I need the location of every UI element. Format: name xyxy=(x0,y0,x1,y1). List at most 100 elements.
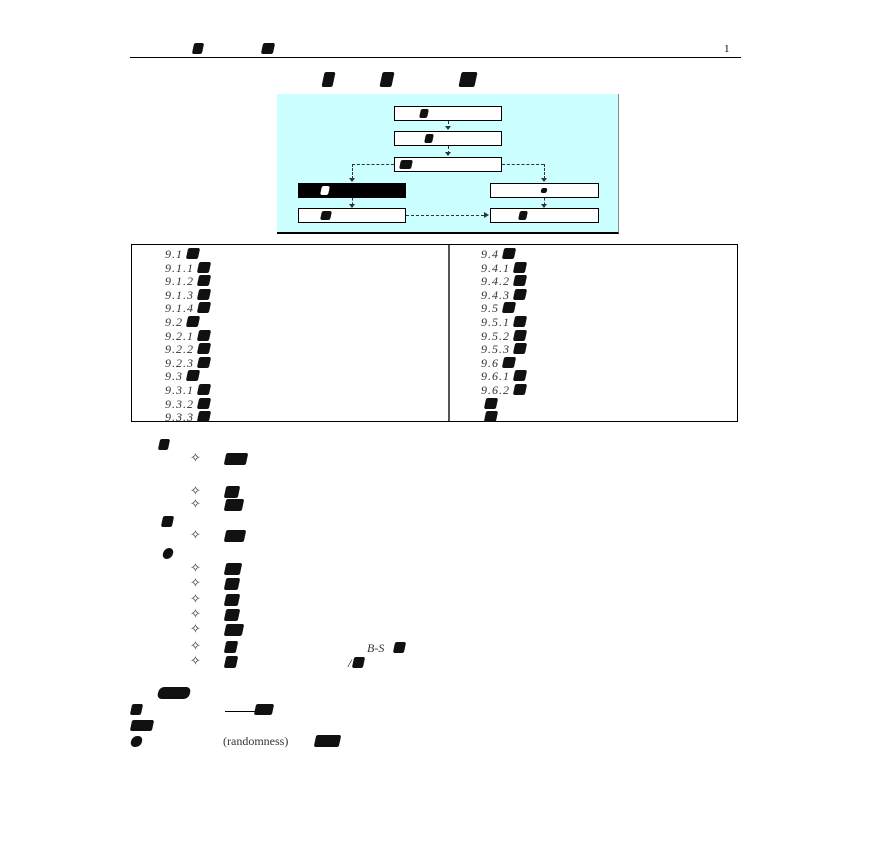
toc-entry-number: 9.1.3 xyxy=(165,287,194,302)
header-glyph xyxy=(260,43,276,54)
toc-entry[interactable]: 9.5 xyxy=(481,301,517,316)
diagram-box xyxy=(298,208,406,223)
toc-entry[interactable]: 9.1.2 xyxy=(165,274,212,289)
toc-entry-number: 9.2.2 xyxy=(165,342,194,357)
arrow-right-icon xyxy=(484,212,489,218)
arrow-down-icon xyxy=(541,178,547,182)
toc-entry[interactable]: 9.2.1 xyxy=(165,328,212,344)
connector-line xyxy=(448,146,449,154)
bullet-star-icon: ✧ xyxy=(190,483,201,498)
toc-entry[interactable] xyxy=(481,410,499,425)
toc-entry-number: 9.6.1 xyxy=(481,369,510,384)
arrow-down-icon xyxy=(541,204,547,208)
toc-entry-title-glyph xyxy=(196,356,212,368)
toc-entry-title-glyph xyxy=(512,329,528,341)
toc-entry[interactable]: 9.4.1 xyxy=(481,260,528,276)
toc-entry-number: 9.3 xyxy=(165,369,183,384)
toc-entry[interactable]: 9.6.2 xyxy=(481,383,528,398)
toc-entry[interactable]: 9.3.3 xyxy=(165,410,212,425)
box-glyph xyxy=(518,211,528,220)
bullet-star-icon: ✧ xyxy=(190,606,201,621)
text-glyph xyxy=(129,736,144,747)
paragraph-heading-glyph xyxy=(156,687,192,699)
toc-entry-title-glyph xyxy=(196,384,212,395)
bullet-star-icon: ✧ xyxy=(190,496,201,511)
text-glyph xyxy=(253,704,275,715)
toc-entry-title-glyph xyxy=(512,343,528,355)
bullet-star-icon: ✧ xyxy=(190,621,201,636)
bullet-text-glyph xyxy=(223,624,245,636)
diagram-box xyxy=(394,157,502,172)
toc-entry-number: 9.5.2 xyxy=(481,328,510,343)
flow-diagram xyxy=(277,94,619,234)
connector-line xyxy=(406,215,484,216)
toc-entry[interactable]: 9.1.1 xyxy=(165,261,212,276)
toc-entry[interactable]: 9.2 xyxy=(165,315,201,330)
toc-entry[interactable]: 9.4.2 xyxy=(481,274,528,289)
toc-entry-title-glyph xyxy=(196,397,212,409)
toc-entry-title-glyph xyxy=(483,411,499,423)
toc-entry[interactable]: 9.6 xyxy=(481,356,517,371)
box-glyph xyxy=(320,186,330,195)
toc-entry-number: 9.2 xyxy=(165,315,183,329)
toc-entry-title-glyph xyxy=(512,370,528,382)
page-number: 1 xyxy=(724,43,730,55)
toc-entry[interactable]: 9.3 xyxy=(165,369,201,384)
toc-entry-title-glyph xyxy=(512,288,528,300)
bullet-star-icon: ✧ xyxy=(190,575,201,590)
toc-entry-title-glyph xyxy=(185,316,201,327)
arrow-down-icon xyxy=(349,178,355,182)
toc-entry[interactable]: 9.3.2 xyxy=(165,396,212,412)
text-glyph xyxy=(129,720,155,731)
bullet-star-icon: ✧ xyxy=(190,450,201,465)
toc-entry-title-glyph xyxy=(501,302,517,314)
toc-entry[interactable]: 9.5.1 xyxy=(481,315,528,330)
toc-entry[interactable]: 9.5.3 xyxy=(481,342,528,357)
header-rule xyxy=(130,57,741,58)
toc-entry-number: 9.4.1 xyxy=(481,260,510,275)
connector-line xyxy=(502,164,544,165)
toc-entry[interactable]: 9.4.3 xyxy=(481,288,528,303)
toc-entry-title-glyph xyxy=(185,370,201,382)
diagram-box xyxy=(490,183,599,198)
toc-entry[interactable]: 9.3.1 xyxy=(165,383,212,398)
toc-entry-number: 9.1.2 xyxy=(165,274,194,289)
toc-entry-number: 9.5.3 xyxy=(481,342,510,357)
toc-entry-title-glyph xyxy=(196,411,212,423)
bullet-text-glyph xyxy=(223,578,241,590)
connector-line xyxy=(544,164,545,179)
bullet-text-glyph xyxy=(223,609,241,621)
toc-entry[interactable]: 9.5.2 xyxy=(481,328,528,344)
toc-entry-number: 9.3.2 xyxy=(165,396,194,411)
toc-entry[interactable]: 9.4 xyxy=(481,247,517,262)
toc-entry[interactable]: 9.2.3 xyxy=(165,355,212,371)
toc-entry[interactable]: 9.6.1 xyxy=(481,369,528,384)
toc-entry-number: 9.2.3 xyxy=(165,355,194,370)
connector-line xyxy=(544,198,545,205)
diagram-box xyxy=(394,106,502,121)
toc-entry[interactable]: 9.2.2 xyxy=(165,342,212,357)
toc-entry[interactable]: 9.1 xyxy=(165,247,201,262)
toc-entry-number: 9.2.1 xyxy=(165,328,194,343)
toc-entry-number: 9.1.4 xyxy=(165,301,194,316)
dash-line xyxy=(225,711,255,712)
box-glyph xyxy=(419,109,429,118)
toc-entry-title-glyph xyxy=(512,384,528,395)
text-glyph xyxy=(129,704,144,715)
toc-entry[interactable]: 9.1.4 xyxy=(165,301,212,316)
bullet-text-glyph xyxy=(223,656,239,668)
toc-entry-number: 9.3.3 xyxy=(165,410,194,425)
toc-entry-number: 9.4 xyxy=(481,247,499,261)
bullet-star-icon: ✧ xyxy=(190,591,201,606)
column-divider xyxy=(448,245,450,421)
toc-entry-title-glyph xyxy=(512,261,528,273)
section-heading-glyph xyxy=(161,548,175,559)
bullet-text-glyph xyxy=(223,486,241,498)
slash-text: / xyxy=(348,656,352,670)
bs-label: B-S xyxy=(367,641,385,655)
toc-entry[interactable]: 9.1.3 xyxy=(165,287,212,303)
box-glyph xyxy=(320,211,332,220)
connector-line xyxy=(352,198,353,205)
bullet-text-glyph xyxy=(223,453,249,465)
